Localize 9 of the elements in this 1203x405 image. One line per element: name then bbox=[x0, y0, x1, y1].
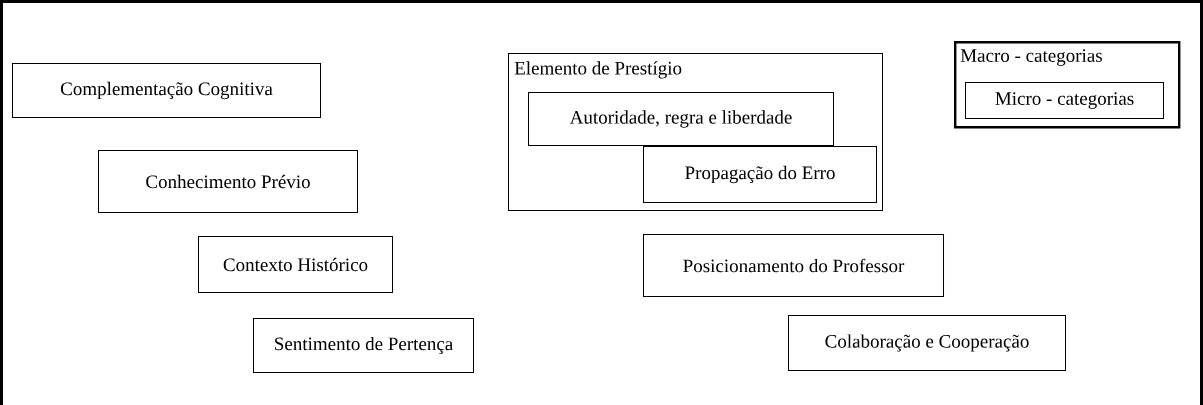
category-box: Micro - categorias bbox=[965, 82, 1164, 119]
category-box: Complementação Cognitiva bbox=[12, 63, 321, 118]
category-box: Conhecimento Prévio bbox=[98, 150, 358, 213]
category-box: Sentimento de Pertença bbox=[253, 318, 474, 373]
category-box: Colaboração e Cooperação bbox=[788, 315, 1066, 371]
category-box: Autoridade, regra e liberdade bbox=[528, 92, 834, 146]
category-box: Contexto Histórico bbox=[198, 236, 393, 293]
category-box: Posicionamento do Professor bbox=[643, 234, 944, 297]
category-box: Propagação do Erro bbox=[643, 146, 877, 203]
